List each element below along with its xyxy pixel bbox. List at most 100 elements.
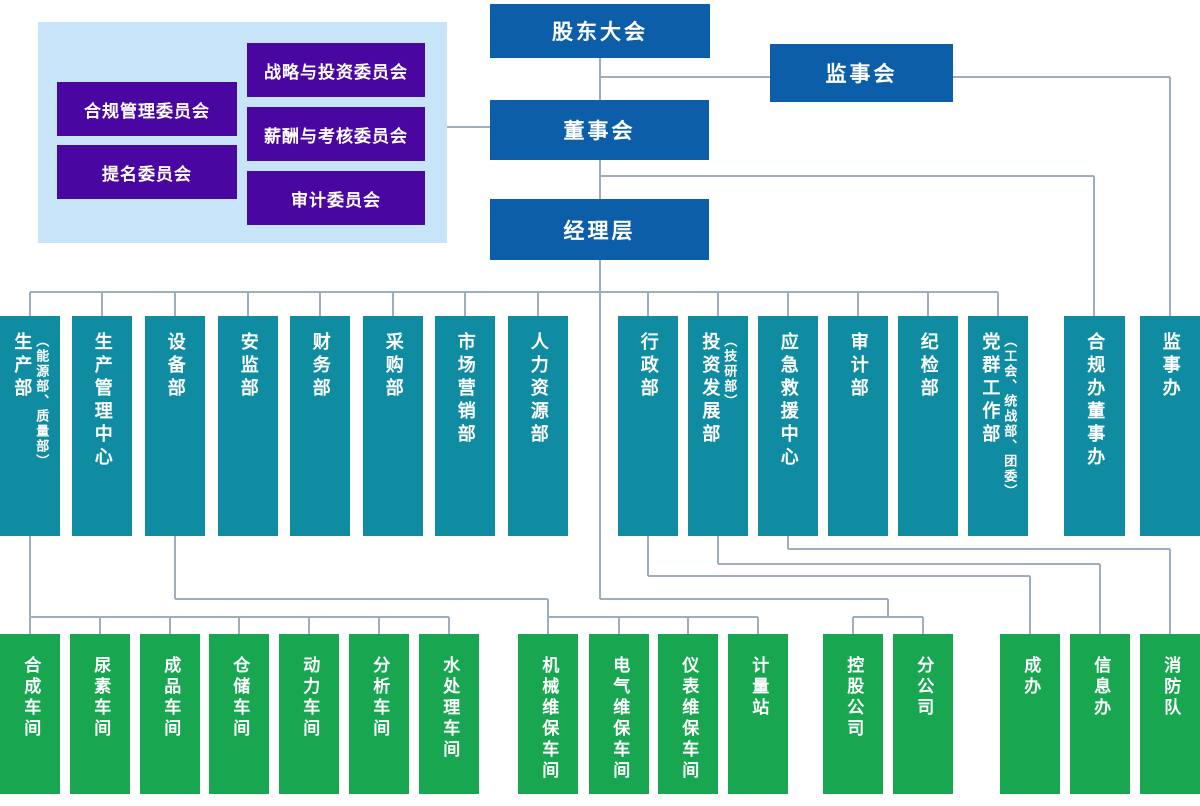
gov-box-supervisory-board: 监事会 — [770, 44, 953, 102]
dept-label-investment-development-dept: 投资发展部 — [700, 332, 721, 447]
committee-box-strategy-investment: 战略与投资委员会 — [247, 43, 425, 97]
unit-box-metering-station: 计量站 — [728, 634, 788, 794]
dept-text-marketing-dept: 市场营销部 — [454, 332, 476, 536]
dept-box-discipline-inspection-dept: 纪检部 — [898, 316, 958, 536]
unit-text-power-workshop: 动力车间 — [299, 656, 319, 794]
dept-label-discipline-inspection-dept: 纪检部 — [918, 332, 939, 401]
dept-box-production-dept: 生产部（能源部、质量部） — [0, 316, 60, 536]
unit-label-branch-company: 分公司 — [914, 656, 934, 719]
committee-box-compliance-management: 合规管理委员会 — [57, 82, 237, 136]
unit-box-cheng-office: 成办 — [1000, 634, 1060, 794]
dept-box-supervisory-office: 监事办 — [1140, 316, 1200, 536]
committee-label-nomination: 提名委员会 — [102, 164, 192, 184]
dept-label-safety-supervision-dept: 安监部 — [238, 332, 259, 401]
unit-box-mechanical-maintenance-workshop: 机械维保车间 — [518, 634, 578, 794]
unit-text-warehousing-workshop: 仓储车间 — [229, 656, 249, 794]
dept-label-equipment-dept: 设备部 — [165, 332, 186, 401]
unit-text-water-treatment-workshop: 水处理车间 — [439, 656, 459, 794]
unit-label-warehousing-workshop: 仓储车间 — [230, 656, 250, 740]
unit-box-instrument-maintenance-workshop: 仪表维保车间 — [658, 634, 718, 794]
unit-text-branch-company: 分公司 — [913, 656, 933, 794]
dept-box-safety-supervision-dept: 安监部 — [218, 316, 278, 536]
dept-label-administration-dept: 行政部 — [638, 332, 659, 401]
unit-label-synthesis-workshop: 合成车间 — [21, 656, 41, 740]
unit-box-electrical-maintenance-workshop: 电气维保车间 — [589, 634, 649, 794]
gov-box-management-team: 经理层 — [490, 199, 709, 260]
dept-text-supervisory-office: 监事办 — [1159, 332, 1181, 536]
dept-label-production-dept: 生产部 — [12, 332, 33, 401]
dept-label-audit-dept: 审计部 — [848, 332, 869, 401]
dept-box-finance-dept: 财务部 — [290, 316, 350, 536]
committee-label-compensation-assessment: 薪酬与考核委员会 — [264, 126, 408, 146]
dept-text-safety-supervision-dept: 安监部 — [237, 332, 259, 536]
committee-label-compliance-management: 合规管理委员会 — [84, 101, 210, 121]
unit-label-instrument-maintenance-workshop: 仪表维保车间 — [679, 656, 699, 782]
dept-sublabel-production-dept: （能源部、质量部） — [34, 334, 50, 469]
dept-label-hr-dept: 人力资源部 — [528, 332, 549, 447]
unit-text-analysis-workshop: 分析车间 — [369, 656, 389, 794]
dept-label-marketing-dept: 市场营销部 — [455, 332, 476, 447]
unit-box-water-treatment-workshop: 水处理车间 — [419, 634, 479, 794]
unit-box-synthesis-workshop: 合成车间 — [0, 634, 60, 794]
gov-box-shareholders-meeting: 股东大会 — [490, 4, 710, 58]
dept-text-emergency-rescue-center: 应急救援中心 — [777, 332, 799, 536]
dept-label-emergency-rescue-center: 应急救援中心 — [778, 332, 799, 470]
committee-box-nomination: 提名委员会 — [57, 145, 237, 199]
unit-text-fire-brigade: 消防队 — [1160, 656, 1180, 794]
dept-text-finance-dept: 财务部 — [309, 332, 331, 536]
unit-label-fire-brigade: 消防队 — [1161, 656, 1181, 719]
unit-text-cheng-office: 成办 — [1020, 656, 1040, 794]
unit-label-mechanical-maintenance-workshop: 机械维保车间 — [539, 656, 559, 782]
dept-box-marketing-dept: 市场营销部 — [435, 316, 495, 536]
unit-box-warehousing-workshop: 仓储车间 — [209, 634, 269, 794]
dept-text-production-management-center: 生产管理中心 — [91, 332, 113, 536]
dept-text-procurement-dept: 采购部 — [382, 332, 404, 536]
unit-text-finished-product-workshop: 成品车间 — [160, 656, 180, 794]
unit-box-holding-company: 控股公司 — [823, 634, 883, 794]
unit-text-synthesis-workshop: 合成车间 — [20, 656, 40, 794]
dept-box-administration-dept: 行政部 — [618, 316, 678, 536]
dept-box-investment-development-dept: 投资发展部（技研部） — [688, 316, 748, 536]
unit-text-instrument-maintenance-workshop: 仪表维保车间 — [678, 656, 698, 794]
dept-text-audit-dept: 审计部 — [847, 332, 869, 536]
dept-text-hr-dept: 人力资源部 — [527, 332, 549, 536]
unit-label-information-office: 信息办 — [1091, 656, 1111, 719]
dept-label-compliance-board-office: 合规办董事办 — [1085, 332, 1106, 470]
dept-text-investment-development-dept: 投资发展部（技研部） — [699, 332, 737, 536]
gov-label-shareholders-meeting: 股东大会 — [552, 21, 648, 44]
dept-label-finance-dept: 财务部 — [310, 332, 331, 401]
unit-text-mechanical-maintenance-workshop: 机械维保车间 — [538, 656, 558, 794]
dept-box-hr-dept: 人力资源部 — [508, 316, 568, 536]
dept-text-administration-dept: 行政部 — [637, 332, 659, 536]
unit-label-water-treatment-workshop: 水处理车间 — [440, 656, 460, 761]
unit-label-power-workshop: 动力车间 — [300, 656, 320, 740]
dept-box-party-mass-work-dept: 党群工作部（工会、统战部、团委） — [968, 316, 1028, 536]
unit-box-urea-workshop: 尿素车间 — [70, 634, 130, 794]
gov-label-board-of-directors: 董事会 — [563, 120, 636, 143]
dept-label-supervisory-office: 监事办 — [1160, 332, 1181, 401]
unit-label-holding-company: 控股公司 — [844, 656, 864, 740]
unit-label-electrical-maintenance-workshop: 电气维保车间 — [610, 656, 630, 782]
unit-text-metering-station: 计量站 — [748, 656, 768, 794]
dept-text-party-mass-work-dept: 党群工作部（工会、统战部、团委） — [979, 332, 1017, 536]
dept-box-audit-dept: 审计部 — [828, 316, 888, 536]
gov-label-management-team: 经理层 — [563, 219, 636, 243]
dept-label-production-management-center: 生产管理中心 — [92, 332, 113, 470]
gov-box-board-of-directors: 董事会 — [490, 100, 709, 160]
unit-box-analysis-workshop: 分析车间 — [349, 634, 409, 794]
unit-label-cheng-office: 成办 — [1021, 656, 1041, 698]
unit-text-holding-company: 控股公司 — [843, 656, 863, 794]
gov-label-supervisory-board: 监事会 — [825, 63, 898, 86]
committee-box-audit-committee: 审计委员会 — [247, 171, 425, 225]
unit-label-finished-product-workshop: 成品车间 — [161, 656, 181, 740]
dept-text-production-dept: 生产部（能源部、质量部） — [11, 332, 49, 536]
unit-box-power-workshop: 动力车间 — [279, 634, 339, 794]
dept-text-compliance-board-office: 合规办董事办 — [1084, 332, 1106, 536]
unit-box-finished-product-workshop: 成品车间 — [140, 634, 200, 794]
dept-text-equipment-dept: 设备部 — [164, 332, 186, 536]
dept-sublabel-investment-development-dept: （技研部） — [722, 334, 738, 409]
committee-label-audit-committee: 审计委员会 — [291, 190, 381, 210]
dept-box-compliance-board-office: 合规办董事办 — [1064, 316, 1125, 536]
